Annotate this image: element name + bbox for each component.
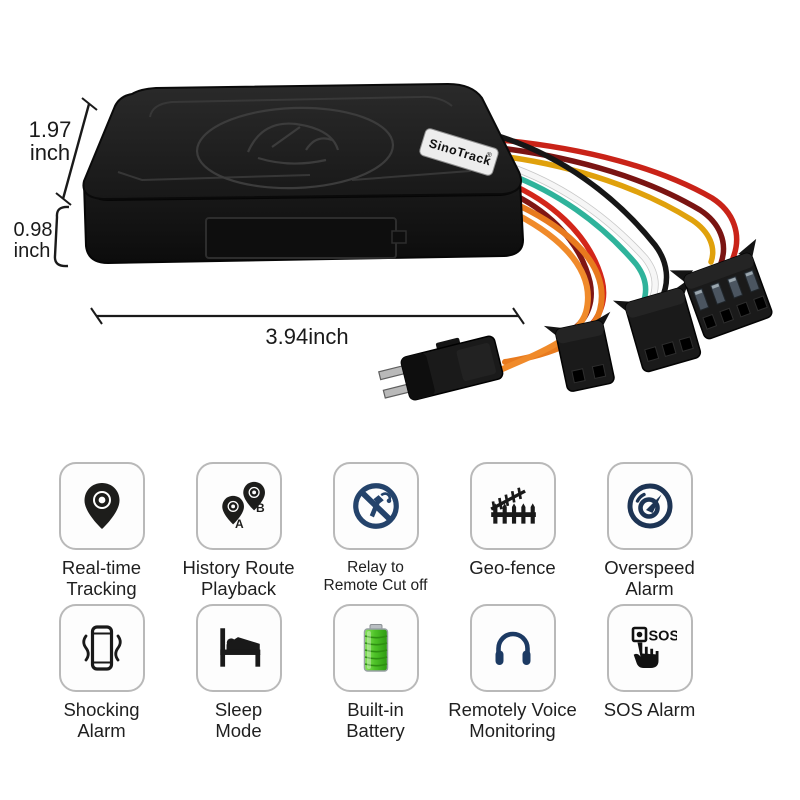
device-top-face [82, 82, 522, 201]
connector-2pin-female [543, 311, 615, 392]
product-photo: SinoTrack ® [14, 82, 773, 401]
feature-geofence: Geo-fence [444, 462, 581, 599]
width-label: 3.94inch [265, 324, 348, 349]
sim-cover-panel [205, 217, 407, 259]
connector-3pin-female [612, 278, 702, 373]
fence-icon [489, 487, 536, 524]
icon-box: A B [195, 462, 282, 550]
icon-box [469, 604, 556, 692]
height-unit: inch [30, 140, 70, 165]
registered-mark: ® [485, 150, 493, 159]
headphones-icon [495, 631, 530, 665]
icon-box [58, 462, 145, 550]
icon-box [332, 462, 419, 550]
location-pin-icon [84, 483, 119, 529]
icon-box [332, 604, 419, 692]
feature-label: Geo-fence [469, 557, 556, 578]
height-value: 1.97 [29, 117, 72, 142]
speedometer-icon [627, 483, 672, 529]
feature-label: SOS Alarm [603, 699, 696, 720]
pin-a-label: A [235, 517, 244, 531]
sos-hand-icon: SOS [631, 626, 677, 668]
icon-box [58, 604, 145, 692]
depth-unit: inch [14, 240, 51, 262]
pin-b-label: B [256, 501, 265, 515]
connector-4pin-female [669, 238, 773, 340]
feature-sos-alarm: SOS SOS Alarm [581, 604, 718, 741]
depth-value: 0.98 [14, 219, 53, 241]
icon-box [469, 462, 556, 550]
battery-icon [363, 624, 388, 672]
sos-button-text: SOS [648, 629, 677, 645]
vibrating-phone-icon [81, 625, 122, 671]
fuel-cutoff-icon [352, 483, 399, 529]
embossed-logo [195, 106, 395, 190]
route-pins-ab-icon: A B [221, 481, 265, 531]
icon-box: SOS [606, 604, 693, 692]
wiring-harness [487, 133, 740, 373]
icon-box [606, 462, 693, 550]
gps-tracker-device: SinoTrack ® [82, 82, 525, 265]
icon-box [195, 604, 282, 692]
dimension-depth: 0.98 inch [14, 205, 70, 268]
bed-icon [219, 628, 260, 667]
dimension-height: 1.97 inch [29, 97, 98, 206]
connector-2pin-male [378, 335, 504, 401]
dimension-width: 3.94inch [90, 307, 525, 349]
